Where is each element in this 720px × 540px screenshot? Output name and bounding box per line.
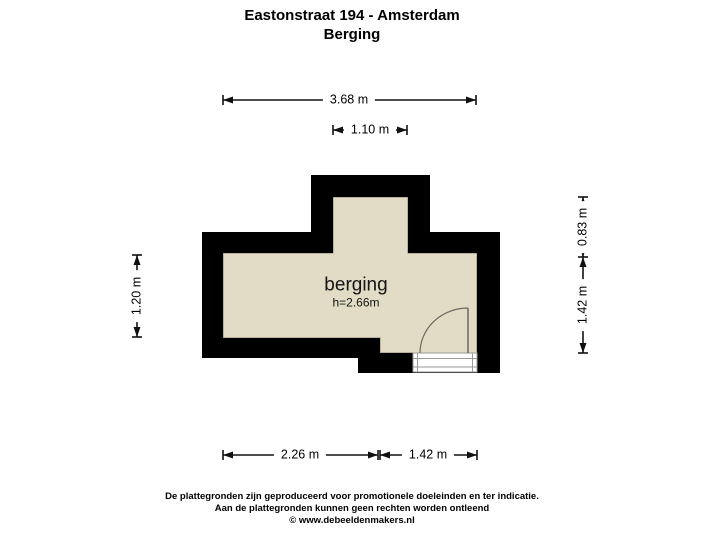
dimension-label-right-lower: 1.42 m xyxy=(574,278,592,332)
room-label: berging h=2.66m xyxy=(324,275,387,310)
footer-disclaimer-line2: Aan de plattegronden kunnen geen rechten… xyxy=(214,503,490,514)
dimension-label-bottom-right: 1.42 m xyxy=(401,446,455,464)
door-threshold xyxy=(412,352,478,373)
dimension-line-left xyxy=(132,254,142,338)
walls xyxy=(202,175,500,373)
door-arc xyxy=(419,307,469,354)
room-name-label: berging xyxy=(324,274,388,296)
footer-block: De plattegronden zijn geproduceerd voor … xyxy=(0,491,704,527)
footer-copyright: © www.debeeldenmakers.nl xyxy=(289,515,415,526)
footer-disclaimer-line1: De plattegronden zijn geproduceerd voor … xyxy=(165,491,539,502)
title-block: Eastonstraat 194 - Amsterdam Berging xyxy=(0,6,704,44)
dimension-label-bottom-left: 2.26 m xyxy=(273,446,327,464)
page-subtitle: Berging xyxy=(323,26,381,43)
dimension-label-top-total: 3.68 m xyxy=(322,91,376,109)
dimension-label-top-recess: 1.10 m xyxy=(343,121,397,139)
dimension-label-left: 1.20 m xyxy=(128,269,146,323)
room-height-label: h=2.66m xyxy=(332,295,380,310)
page-title: Eastonstraat 194 - Amsterdam xyxy=(244,7,460,24)
dimension-label-right-upper: 0.83 m xyxy=(574,200,592,254)
